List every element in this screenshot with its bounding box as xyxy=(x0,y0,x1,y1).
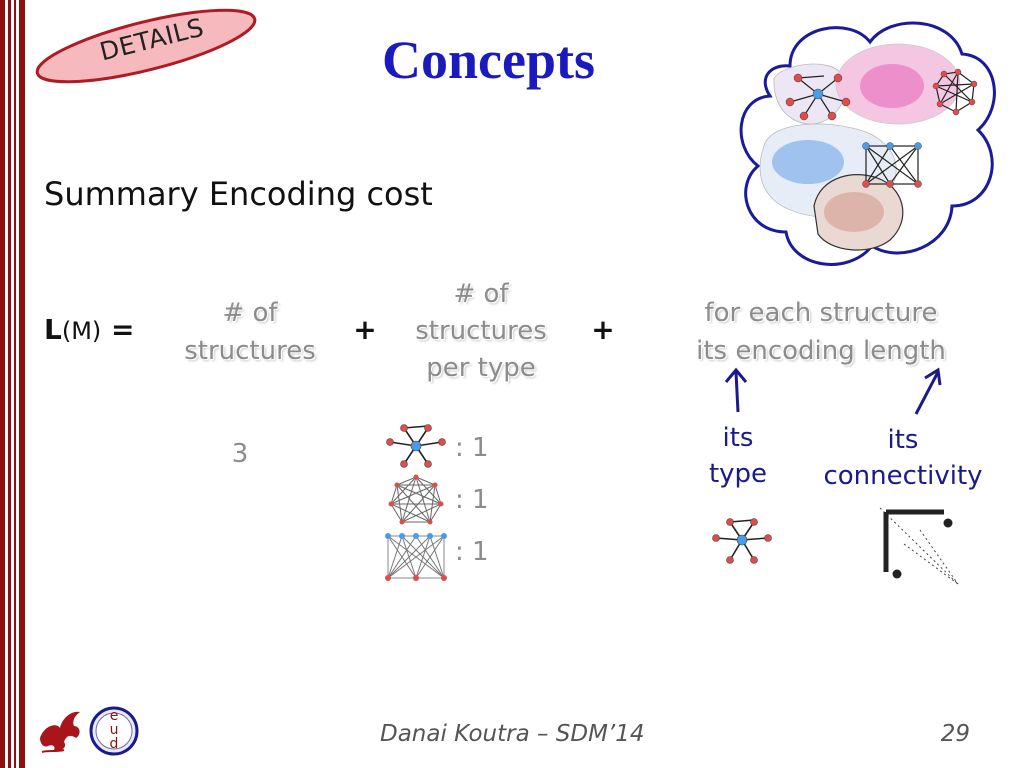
count-clique: : 1 xyxy=(455,485,489,515)
star-structure-icon xyxy=(386,424,446,468)
section-heading: Summary Encoding cost xyxy=(44,175,433,213)
details-badge xyxy=(35,8,257,84)
formula-lhs: L(M) = xyxy=(44,313,135,346)
adjacency-matrix-icon xyxy=(879,507,959,585)
page-number: 29 xyxy=(940,721,970,747)
num-structures-value: 3 xyxy=(231,439,249,469)
left-stripe-decoration xyxy=(0,0,28,768)
its-type-label: its type xyxy=(708,423,768,489)
formula-term-structures-per-type: # of structures per type xyxy=(415,279,547,383)
footer-author: Danai Koutra – SDM’14 xyxy=(380,721,645,747)
bipartite-core-icon xyxy=(385,533,447,581)
arrow-up-icon xyxy=(914,367,942,415)
slide-title: Concepts xyxy=(382,30,595,90)
arrow-up-icon xyxy=(724,367,748,413)
formula-term-encoding-length: for each structure its encoding length xyxy=(696,298,946,366)
dragon-logo-icon xyxy=(40,711,80,753)
end-button[interactable]: e n d xyxy=(88,705,140,757)
plus-sign: + xyxy=(591,313,615,346)
end-letter: e xyxy=(109,708,119,724)
plus-sign: + xyxy=(353,313,377,346)
graph-cloud-icon xyxy=(739,21,996,266)
end-letter: n xyxy=(109,722,119,738)
star-structure-icon xyxy=(712,518,772,564)
count-star: : 1 xyxy=(455,433,489,463)
clique-structure-icon xyxy=(388,474,444,525)
count-bipartite: : 1 xyxy=(455,537,489,567)
end-letter: d xyxy=(109,736,119,752)
its-connectivity-label: its connectivity xyxy=(823,425,983,491)
formula-term-num-structures: # of structures xyxy=(184,298,316,366)
